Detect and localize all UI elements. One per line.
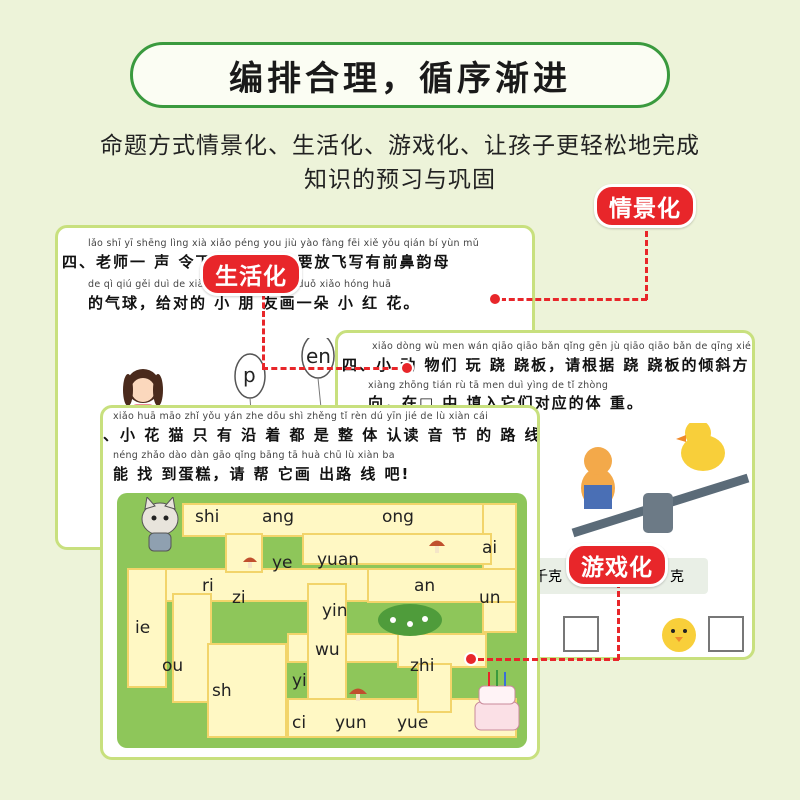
card2-text-1: 四、小 动 物们 玩 跷 跷板，请根据 跷 跷板的倾斜方 (342, 356, 750, 374)
balloon-label-en: en (306, 344, 331, 368)
syllable-shi: shi (195, 507, 220, 527)
syllable-yi: yi (292, 671, 307, 691)
card1-text-2: 的气球，给对的 小 朋 友画一朵 小 红 花。 (88, 294, 421, 312)
maze-path (225, 533, 263, 573)
syllable-ri: ri (202, 576, 214, 596)
maze-path (302, 533, 492, 565)
connector-line (478, 658, 619, 661)
maze-path (417, 663, 452, 713)
syllable-sh: sh (212, 681, 232, 701)
connector-dot (400, 361, 414, 375)
card1-pinyin-1: lǎo shī yī shēng lìng xià xiǎo péng you … (88, 238, 480, 249)
syllable-yuan: yuan (317, 550, 360, 570)
syllable-ong: ong (382, 507, 414, 527)
weight-label-2: 克 (670, 569, 684, 585)
page-title: 编排合理，循序渐进 (229, 58, 571, 99)
card3-text-1: 、小 花 猫 只 有 沿 着 都 是 整 体 认读 音 节 的 路 线 才 (103, 426, 540, 444)
syllable-un: un (479, 588, 501, 608)
maze-path (367, 568, 517, 603)
answer-box-2[interactable] (708, 616, 744, 652)
maze-path (182, 503, 517, 537)
syllable-yin: yin (322, 601, 348, 621)
seesaw-illustration (571, 423, 750, 538)
syllable-ou: ou (162, 656, 184, 676)
syllable-ai: ai (482, 538, 498, 558)
syllable-ye: ye (272, 553, 293, 573)
syllable-yun: yun (335, 713, 367, 733)
card3-pinyin-2: néng zhǎo dào dàn gāo qǐng bāng tā huà c… (113, 450, 395, 461)
tag-youxi: 游戏化 (566, 543, 668, 587)
subtitle-line-1: 命题方式情景化、生活化、游戏化、让孩子更轻松地完成 (100, 133, 700, 159)
syllable-zi: zi (232, 588, 246, 608)
card2-pinyin-2: xiàng zhōng tián rù tā men duì yìng de t… (368, 380, 609, 391)
connector-dot (464, 652, 478, 666)
connector-line (617, 582, 620, 660)
card3-pinyin-1: xiǎo huā māo zhǐ yǒu yán zhe dōu shì zhě… (113, 411, 489, 422)
syllable-ang: ang (262, 507, 294, 527)
card2-pinyin-1: xiǎo dòng wù men wán qiāo qiāo bǎn qǐng … (372, 341, 755, 352)
syllable-an: an (414, 576, 436, 596)
mushroom-icon (243, 557, 257, 568)
connector-line (500, 298, 647, 301)
card3-text-2: 能 找 到蛋糕，请 帮 它画 出路 线 吧! (113, 465, 411, 483)
syllable-ie: ie (135, 618, 151, 638)
syllable-ci: ci (292, 713, 307, 733)
mushroom-icon (349, 688, 367, 701)
maze-board: shi ang ong ai ye yuan ri zi an un ie yi… (117, 493, 527, 748)
chick-icon (662, 618, 696, 652)
bush-icon (378, 604, 442, 636)
page-title-banner: 编排合理，循序渐进 (130, 42, 670, 108)
syllable-yue: yue (397, 713, 429, 733)
answer-box-1[interactable] (563, 616, 599, 652)
balloon-label-p: p (243, 363, 256, 387)
card-maze-exercise: xiǎo huā māo zhǐ yǒu yán zhe dōu shì zhě… (100, 405, 540, 760)
subtitle-line-2: 知识的预习与巩固 (304, 167, 496, 193)
maze-path (172, 593, 212, 703)
tag-qingjing: 情景化 (594, 184, 696, 228)
maze-path (127, 568, 167, 688)
connector-line (262, 367, 407, 370)
syllable-wu: wu (315, 640, 340, 660)
connector-dot (488, 292, 502, 306)
syllable-zhi: zhi (410, 656, 435, 676)
cake-icon (474, 670, 520, 731)
connector-line (645, 222, 648, 300)
tag-shenghuo: 生活化 (200, 252, 302, 296)
mushroom-icon (429, 540, 445, 553)
cat-icon (141, 497, 179, 552)
weight-label-1: 千克 (534, 569, 562, 585)
connector-line (262, 285, 265, 369)
maze-path (207, 643, 287, 738)
